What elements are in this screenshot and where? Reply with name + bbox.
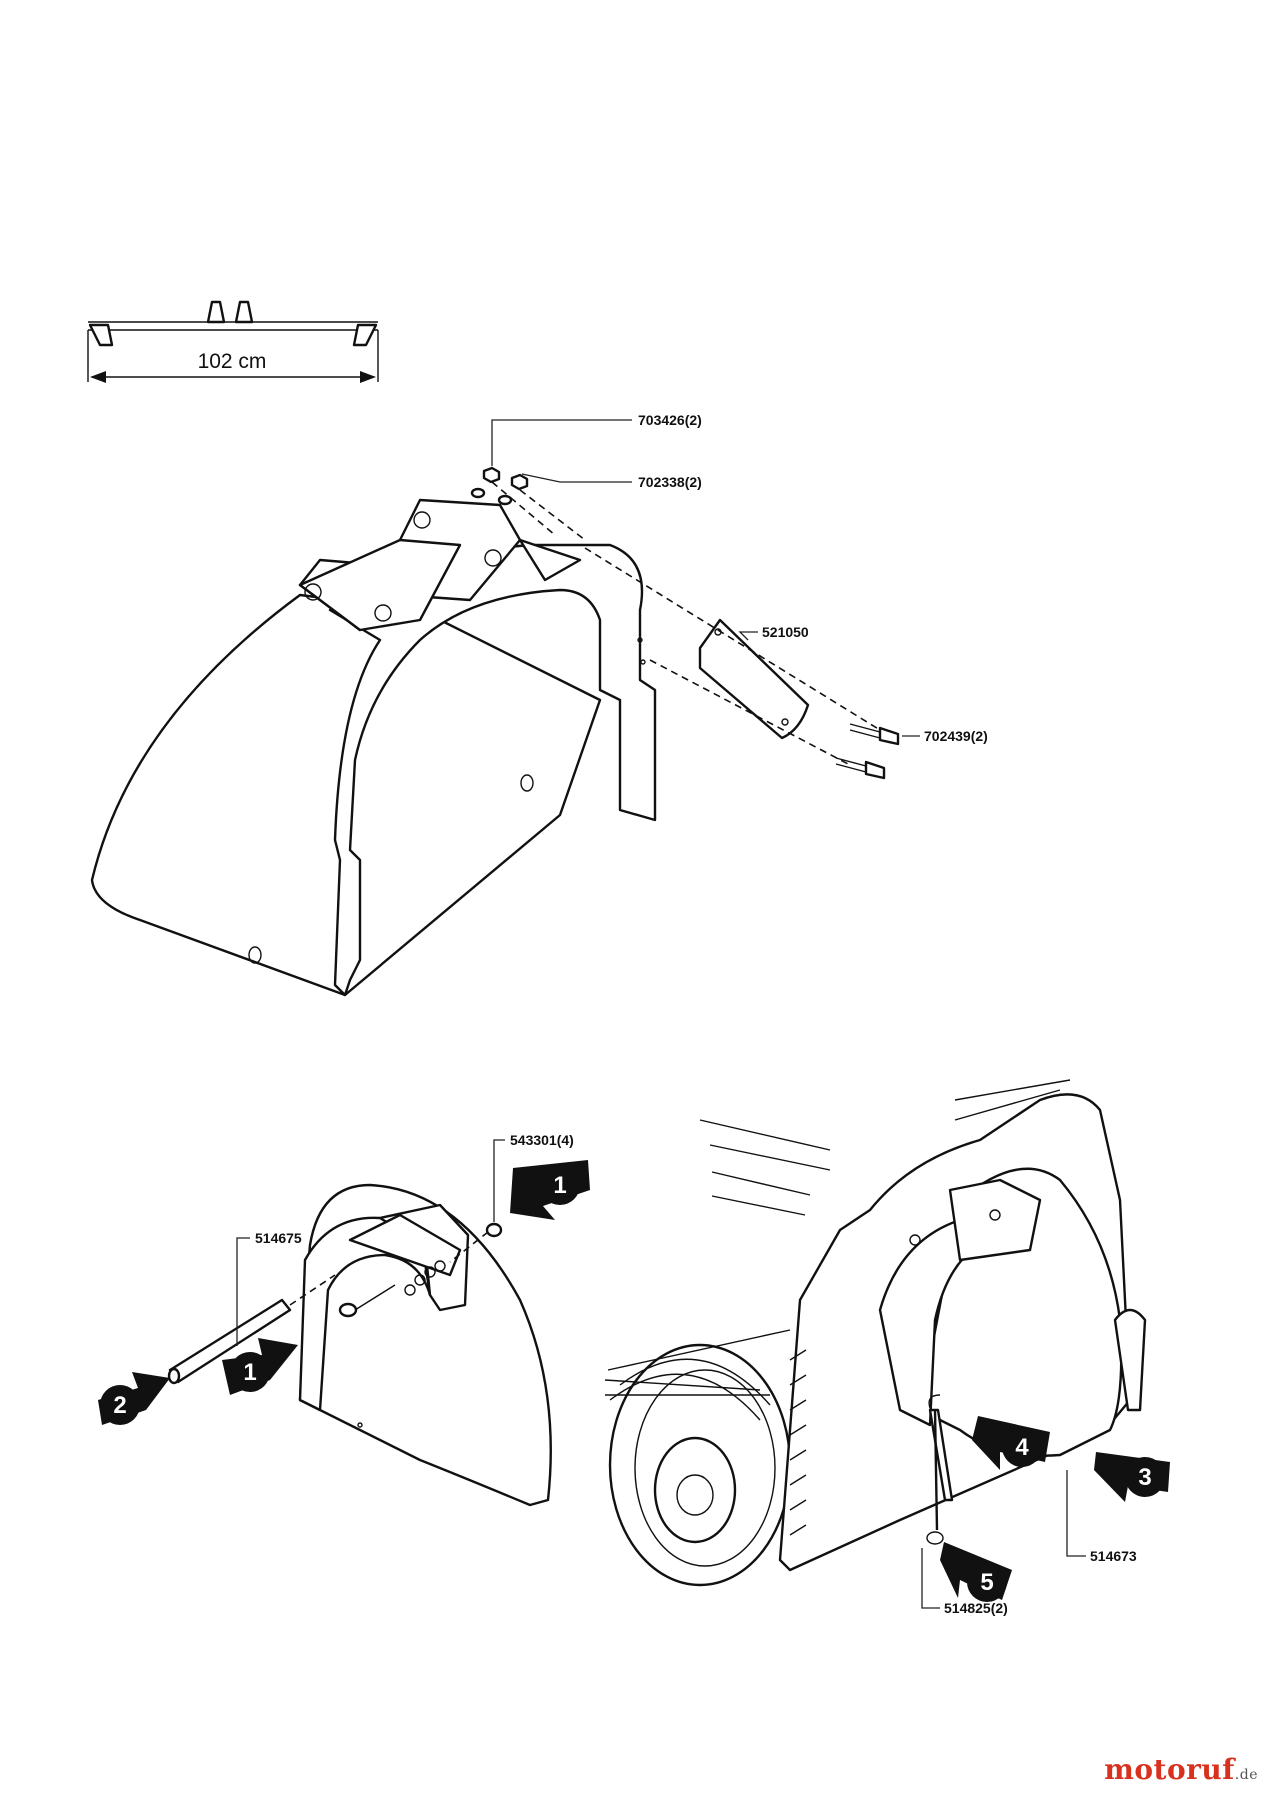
step-number: 3 [1138, 1464, 1151, 1491]
dimension-label: 102 cm [198, 350, 267, 373]
part-label-703426: 703426(2) [638, 412, 702, 428]
step-arrow-3: 3 [1094, 1452, 1170, 1502]
watermark-suffix: .de [1234, 1767, 1258, 1783]
bottom-leader-lines [236, 1139, 1086, 1609]
part-label-514675: 514675 [255, 1230, 302, 1246]
step-number: 5 [980, 1569, 993, 1596]
step-arrow-1-left: 1 [222, 1338, 298, 1395]
step-arrow-4: 4 [972, 1416, 1050, 1470]
step-number: 2 [113, 1392, 126, 1419]
step-number: 1 [243, 1359, 256, 1386]
step-arrow-2: 2 [98, 1372, 170, 1425]
step-arrow-1-top: 1 [510, 1160, 590, 1220]
part-label-543301: 543301(4) [510, 1132, 574, 1148]
part-label-514673: 514673 [1090, 1548, 1137, 1564]
step-number: 1 [553, 1172, 566, 1199]
watermark-text: motoruf [1104, 1753, 1235, 1786]
part-label-514825: 514825(2) [944, 1600, 1008, 1616]
part-label-702439: 702439(2) [924, 728, 988, 744]
watermark-logo: motoruf.de [1104, 1753, 1258, 1786]
grass-chute-assembly [90, 466, 900, 997]
top-leader-lines [491, 419, 920, 737]
step-arrow-5: 5 [940, 1542, 1012, 1602]
chute-installation-view [167, 1183, 552, 1507]
step-number: 4 [1015, 1434, 1029, 1461]
mower-deck-view [604, 1079, 1147, 1587]
part-label-702338: 702338(2) [638, 474, 702, 490]
cutting-width-inset: 102 cm [87, 300, 379, 383]
part-label-521050: 521050 [762, 624, 809, 640]
